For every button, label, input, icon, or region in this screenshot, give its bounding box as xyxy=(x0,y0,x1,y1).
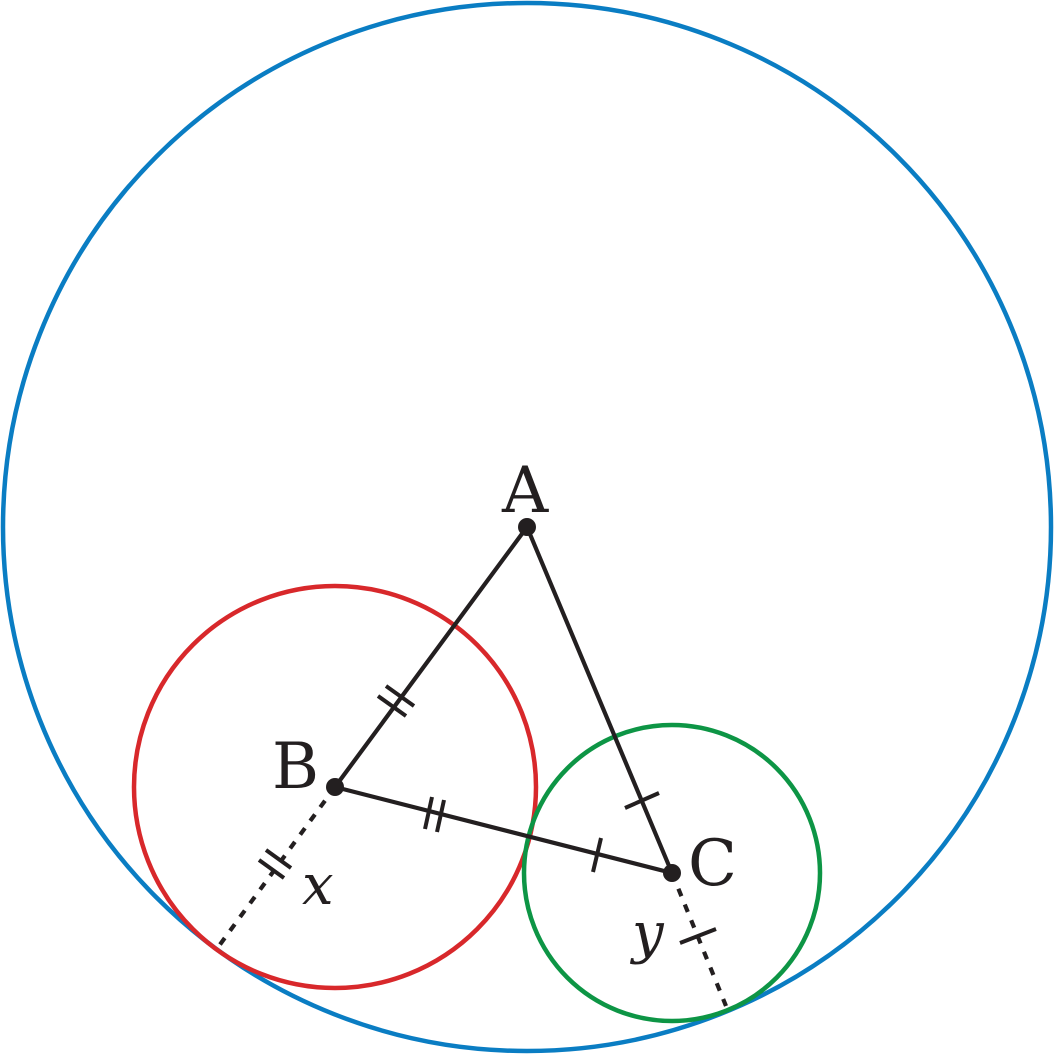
segment-bc xyxy=(332,784,675,876)
point-c xyxy=(663,864,681,882)
double-tick-bc-1 xyxy=(423,796,434,830)
double-tick-ab-2 xyxy=(384,684,416,708)
label-b: B xyxy=(272,730,319,804)
label-c: C xyxy=(688,827,737,901)
label-a: A xyxy=(501,454,549,528)
segment-ab xyxy=(332,524,530,790)
circle-b xyxy=(131,583,539,991)
label-x: x xyxy=(302,853,334,918)
double-tick-ab-1 xyxy=(376,694,408,718)
double-tick-x-1 xyxy=(257,858,286,880)
double-tick-bc-2 xyxy=(435,799,446,833)
single-tick-bc xyxy=(591,837,603,873)
circle-c xyxy=(521,722,823,1024)
point-a xyxy=(518,518,536,536)
radius-extension-c xyxy=(670,872,728,1007)
segment-ac xyxy=(524,524,675,876)
single-tick-ac xyxy=(624,791,660,810)
single-tick-y xyxy=(679,927,717,945)
point-b xyxy=(326,778,344,796)
double-tick-x-2 xyxy=(264,848,293,870)
label-y: y xyxy=(629,901,665,966)
